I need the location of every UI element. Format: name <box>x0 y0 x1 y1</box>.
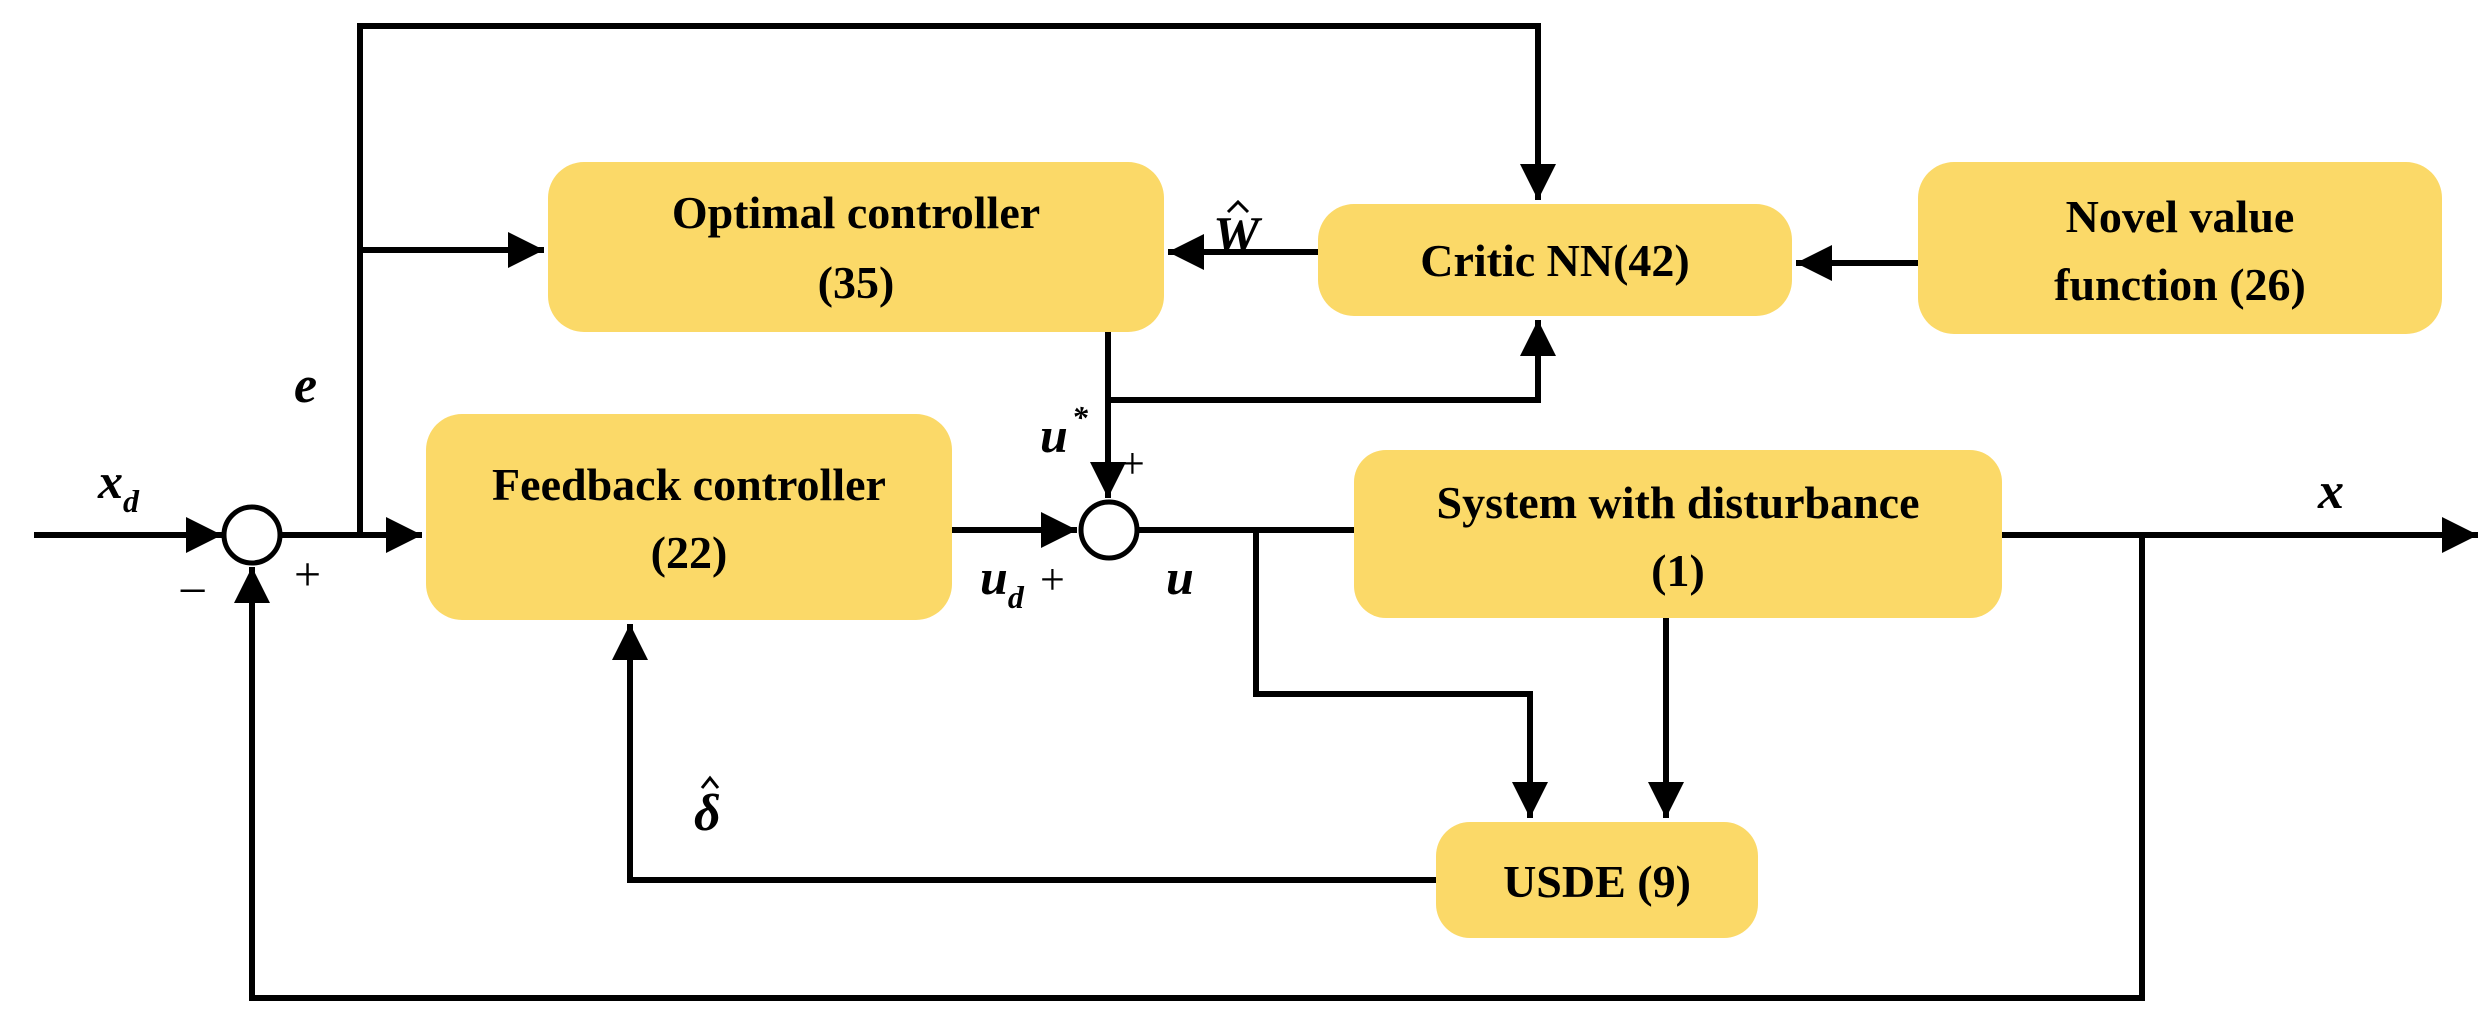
signal-u: u <box>1166 549 1194 605</box>
optimal-controller-line1: Optimal controller <box>672 187 1040 238</box>
signal-u-star: u* <box>1040 399 1089 463</box>
signal-w-hat: W <box>1213 199 1263 264</box>
critic-nn-label: Critic NN(42) <box>1420 235 1690 286</box>
novel-value-function-block: Novel value function (26) <box>1918 162 2442 334</box>
signal-ud: ud <box>980 549 1025 615</box>
arrow-e-to-critic <box>357 23 1556 250</box>
sign-minus-feedback: − <box>178 563 207 620</box>
signal-x: x <box>2317 463 2344 520</box>
summing-junction-error <box>221 504 283 566</box>
signal-xd: xd <box>97 453 140 519</box>
arrow-x-feedback <box>234 535 2145 1001</box>
sign-plus-reference: + <box>294 548 321 601</box>
usde-label: USDE (9) <box>1503 856 1691 907</box>
novel-value-function-line2: function (26) <box>2054 259 2306 310</box>
system-with-disturbance-block: System with disturbance (1) <box>1354 450 2002 618</box>
arrow-u-to-usde <box>1253 530 1548 818</box>
feedback-controller-block: Feedback controller (22) <box>426 414 952 620</box>
sign-plus-ud: + <box>1040 555 1065 604</box>
connection-lines <box>34 23 2478 1001</box>
critic-nn-block: Critic NN(42) <box>1318 204 1792 316</box>
hat-mark <box>1226 199 1250 214</box>
usde-block: USDE (9) <box>1436 822 1758 938</box>
signal-e: e <box>294 357 317 414</box>
svg-text:δ: δ <box>694 785 721 842</box>
arrow-delta-to-feedback <box>612 624 1436 883</box>
summing-junction-control <box>1078 499 1140 561</box>
system-line1: System with disturbance <box>1436 477 1919 528</box>
svg-text:W: W <box>1213 207 1263 264</box>
sign-plus-ustar: + <box>1120 439 1145 488</box>
feedback-controller-line2: (22) <box>651 527 728 578</box>
system-line2: (1) <box>1651 545 1705 596</box>
optimal-controller-line2: (35) <box>818 257 895 308</box>
optimal-controller-block: Optimal controller (35) <box>548 162 1164 332</box>
novel-value-function-line1: Novel value <box>2066 191 2295 242</box>
signal-delta-hat: δ <box>694 775 721 842</box>
feedback-controller-line1: Feedback controller <box>492 459 886 510</box>
hat-mark <box>700 775 720 789</box>
arrow-ustar-to-critic <box>1105 320 1556 403</box>
